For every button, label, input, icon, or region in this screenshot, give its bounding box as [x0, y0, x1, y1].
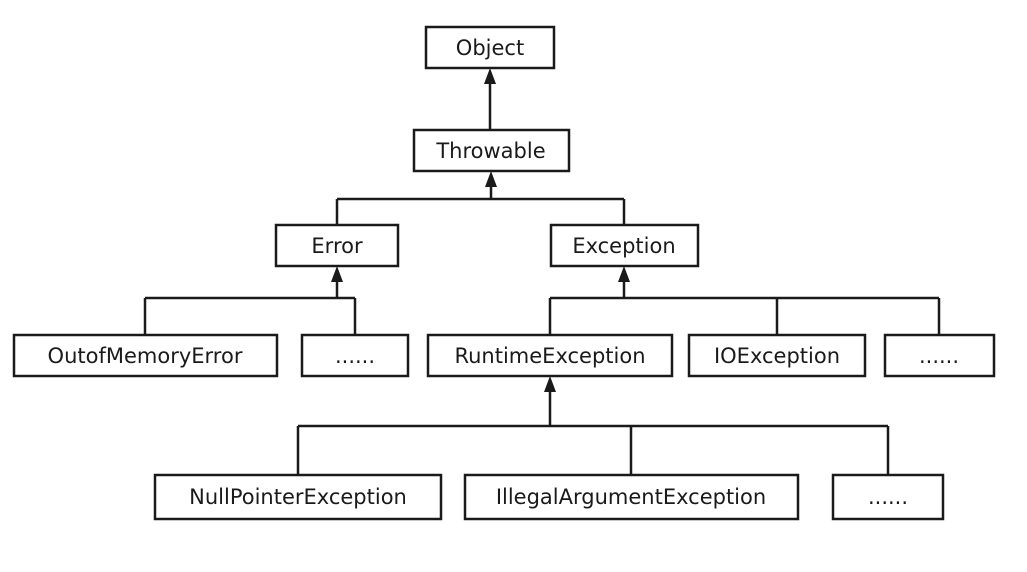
node-null-pointer-exception: NullPointerException — [153, 473, 443, 521]
arrowhead-into-runtime-exception — [544, 376, 556, 392]
node-throwable: Throwable — [412, 128, 571, 173]
node-io-exception: IOException — [687, 333, 867, 378]
node-error-label: Error — [311, 234, 363, 258]
node-exception-label: Exception — [572, 234, 675, 258]
connector-layer — [143, 68, 941, 475]
node-exception-more: ...... — [883, 333, 996, 378]
node-object-label: Object — [456, 36, 524, 60]
arrowhead-into-object — [484, 68, 496, 84]
arrowhead-into-error — [331, 266, 343, 282]
node-error-more: ...... — [300, 333, 410, 378]
node-out-of-memory-error: OutofMemoryError — [12, 333, 279, 378]
node-runtime-exception-label: RuntimeException — [454, 344, 645, 368]
node-runtime-more-label: ...... — [868, 485, 908, 509]
node-io-exception-label: IOException — [714, 344, 840, 368]
node-out-of-memory-error-label: OutofMemoryError — [48, 344, 243, 368]
node-illegal-argument-exception-label: IllegalArgumentException — [496, 485, 766, 509]
arrowhead-into-exception — [618, 266, 630, 282]
node-runtime-exception: RuntimeException — [426, 333, 674, 378]
node-error: Error — [274, 223, 400, 268]
node-error-more-label: ...... — [335, 344, 375, 368]
node-exception-more-label: ...... — [919, 344, 959, 368]
node-object: Object — [424, 25, 556, 70]
arrowhead-into-throwable — [485, 171, 497, 187]
node-runtime-more: ...... — [831, 473, 945, 521]
node-exception: Exception — [549, 223, 700, 268]
node-null-pointer-exception-label: NullPointerException — [189, 485, 407, 509]
node-throwable-label: Throwable — [435, 139, 545, 163]
node-illegal-argument-exception: IllegalArgumentException — [463, 473, 800, 521]
